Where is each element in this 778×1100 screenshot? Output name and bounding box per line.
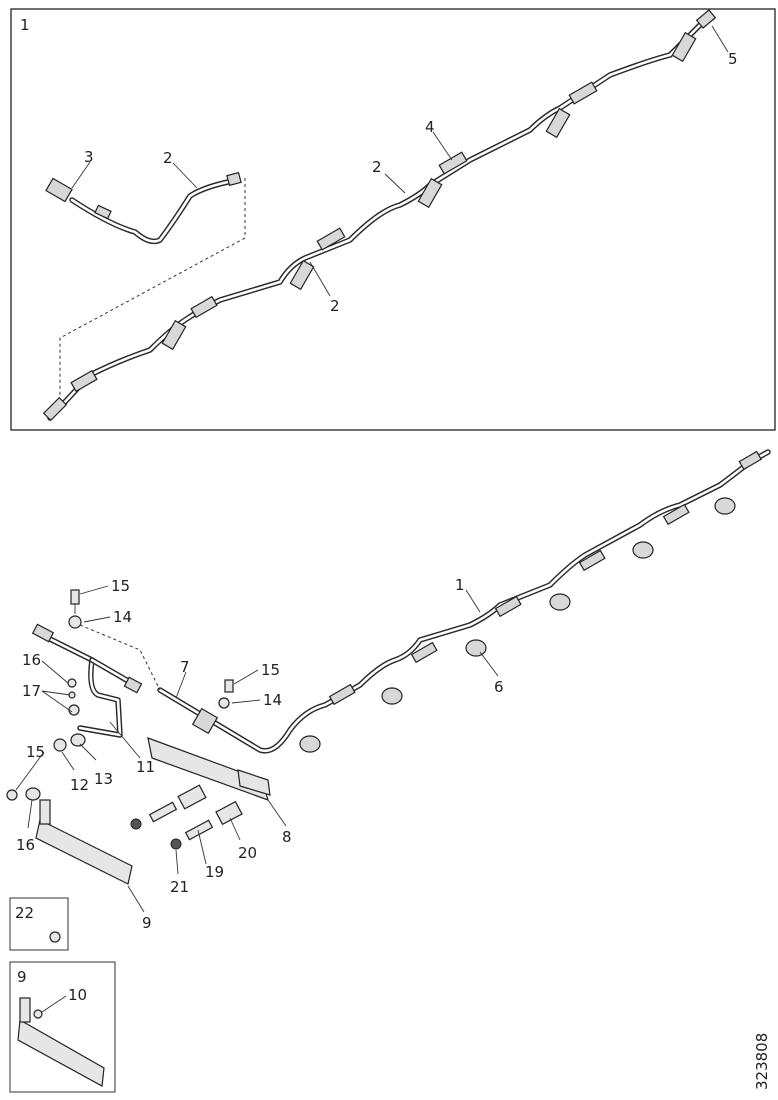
- main-callouts: 1 6 7 8 9 11 12 13 14 14 15 15 15 16 16 …: [15, 576, 504, 932]
- clip: [381, 687, 403, 705]
- clip: [549, 593, 571, 611]
- small-parts-left: [6, 589, 234, 801]
- top-panel-label: 1: [20, 16, 30, 34]
- callout-21: 21: [170, 878, 189, 896]
- short-pipe: [45, 171, 242, 245]
- callout-14-right: 14: [263, 691, 282, 709]
- callout-6: 6: [494, 678, 504, 696]
- nut-22: [49, 931, 61, 943]
- callout-16-bottom: 16: [16, 836, 35, 854]
- long-pipe-top: [42, 9, 717, 422]
- drawing-number: 323808: [753, 1033, 771, 1090]
- return-pipe-11: [31, 623, 143, 738]
- callout-13: 13: [94, 770, 113, 788]
- callout-15-mid: 15: [261, 661, 280, 679]
- clip: [299, 735, 321, 753]
- callout-11: 11: [136, 758, 155, 776]
- clip: [632, 541, 654, 559]
- inset-9-frame: [9, 961, 116, 1093]
- top-panel-frame: [10, 8, 776, 431]
- callout-9: 9: [142, 914, 152, 932]
- callout-17: 17: [22, 682, 41, 700]
- callout-16-top: 16: [22, 651, 41, 669]
- callout-19: 19: [205, 863, 224, 881]
- bracket-9: [35, 799, 133, 885]
- callout-14-left: 14: [113, 608, 132, 626]
- callout-4: 4: [425, 118, 435, 136]
- inset-22-label: 22: [15, 904, 34, 922]
- bolts-group: [130, 784, 243, 850]
- clip: [714, 497, 736, 515]
- inset-22-frame: [9, 897, 69, 951]
- callout-10: 10: [68, 986, 87, 1004]
- callout-7: 7: [180, 658, 190, 676]
- callout-15-top: 15: [111, 577, 130, 595]
- top-callouts: 2 2 2 3 4 5: [71, 25, 738, 315]
- callout-8: 8: [282, 828, 292, 846]
- inset-9-label: 9: [17, 968, 27, 986]
- main-pipe-assembly: [157, 449, 771, 754]
- callout-1: 1: [455, 576, 465, 594]
- callout-2-short-pipe: 2: [163, 149, 173, 167]
- callout-20: 20: [238, 844, 257, 862]
- callout-5: 5: [728, 50, 738, 68]
- callout-3: 3: [84, 148, 94, 166]
- callout-2-mid: 2: [372, 158, 382, 176]
- callout-15-left: 15: [26, 743, 45, 761]
- callout-12: 12: [70, 776, 89, 794]
- callout-2-lower: 2: [330, 297, 340, 315]
- assembly-dashed-line: [59, 178, 246, 395]
- inset-9-bracket: [17, 997, 105, 1087]
- clip: [465, 639, 487, 657]
